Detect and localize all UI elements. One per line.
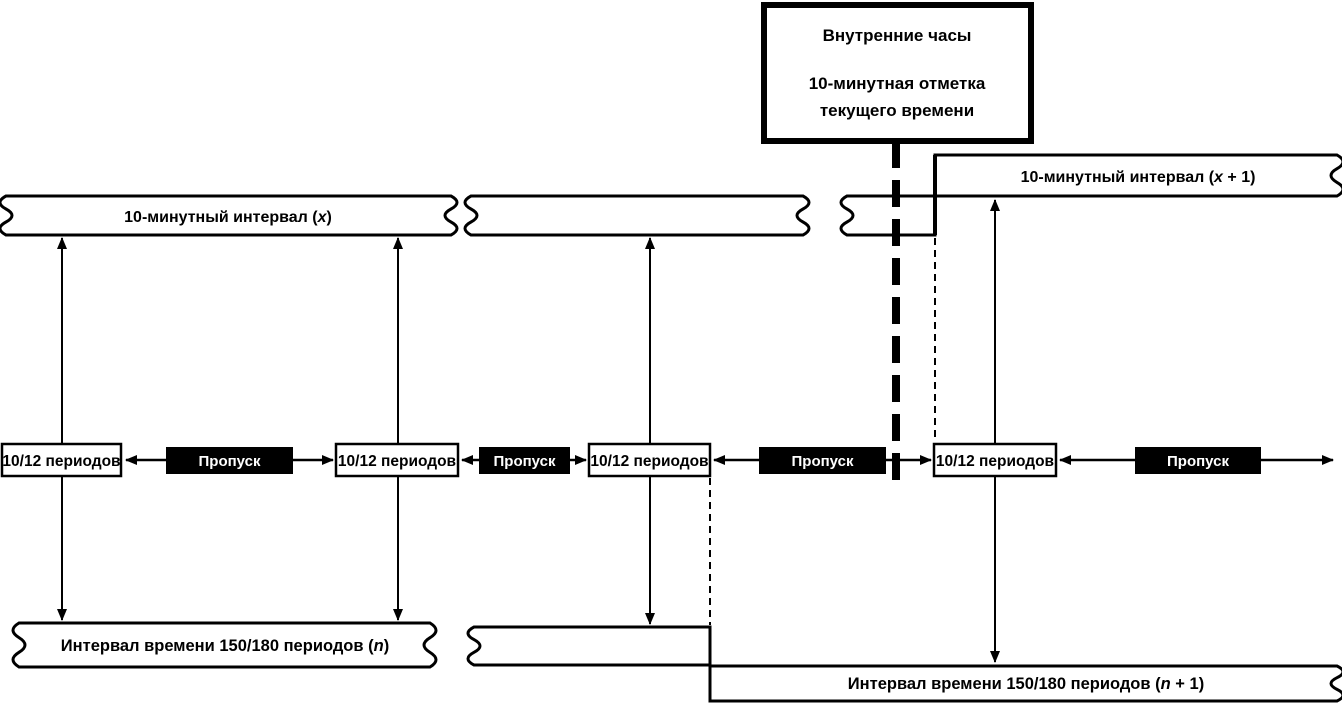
interval-x-plus-1-bar [933, 153, 1342, 198]
internal-clock-line3: текущего времени [820, 101, 974, 120]
period-box-4-label: 10/12 периодов [936, 453, 1054, 470]
skip-box-1-label: Пропуск [199, 453, 261, 470]
interval-x-label: 10-минутный интервал (x) [124, 209, 332, 226]
internal-clock-box [761, 2, 1034, 144]
skip-box-3-label: Пропуск [792, 453, 854, 470]
interval-x-end-bar [839, 194, 937, 237]
period-box-3 [587, 442, 712, 478]
interval-n-label: Интервал времени 150/180 периодов (n) [61, 637, 389, 655]
skip-box-4 [1135, 447, 1261, 474]
interval-x-continuation-bar [463, 194, 811, 237]
skip-box-4-label: Пропуск [1167, 453, 1229, 470]
period-box-2-label: 10/12 периодов [338, 453, 456, 470]
skip-box-2-label: Пропуск [494, 453, 556, 470]
interval-x-bar [0, 194, 459, 237]
period-box-1-label: 10/12 периодов [2, 453, 120, 470]
interval-n-bar [11, 621, 438, 669]
period-box-3-label: 10/12 периодов [590, 453, 708, 470]
period-box-2 [334, 442, 460, 478]
internal-clock-title: Внутренние часы [823, 26, 972, 45]
skip-box-1 [166, 447, 293, 474]
interval-n-continuation-bar [466, 625, 712, 667]
skip-box-3 [759, 447, 886, 474]
internal-clock-line2: 10-минутная отметка [809, 74, 986, 93]
interval-n-plus-1-bar [708, 664, 1342, 703]
interval-x-plus-1-label: 10-минутный интервал (x + 1) [1021, 169, 1256, 186]
period-box-4 [932, 442, 1058, 478]
skip-box-2 [479, 447, 570, 474]
interval-n-plus-1-label: Интервал времени 150/180 периодов (n + 1… [848, 675, 1204, 693]
period-box-1 [0, 442, 123, 478]
